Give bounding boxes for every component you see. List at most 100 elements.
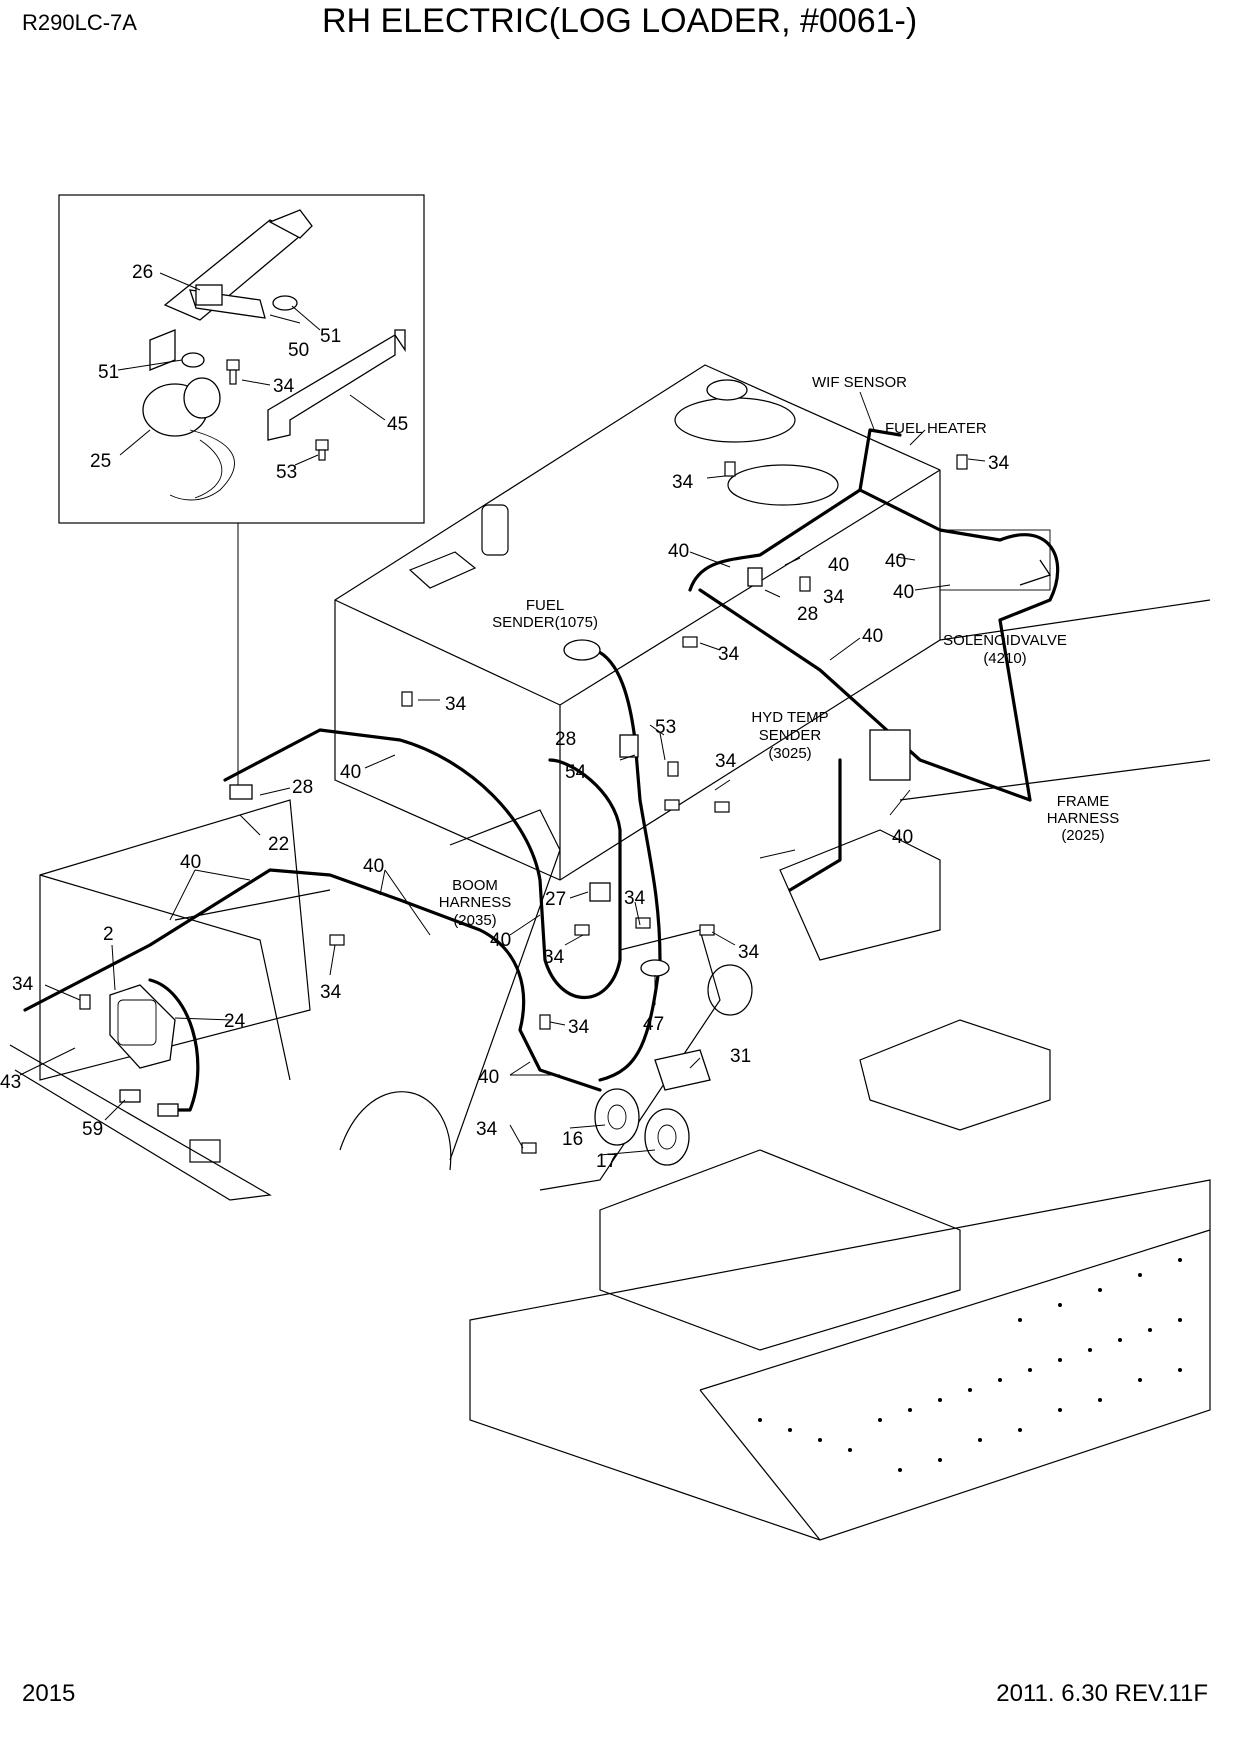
horn-17 bbox=[644, 1108, 690, 1166]
harness-upper-left bbox=[223, 728, 622, 999]
callout-28-a: 28 bbox=[797, 604, 818, 625]
text-labels: WIF SENSOR FUEL HEATER FUEL SENDER(1075)… bbox=[439, 374, 1120, 929]
callout-34-g: 34 bbox=[715, 751, 737, 772]
boom-pin-hole bbox=[707, 964, 753, 1016]
callout-40-g: 40 bbox=[892, 827, 913, 848]
cross-member bbox=[859, 1019, 1051, 1131]
callout-40-b: 40 bbox=[828, 555, 849, 576]
walkway-edge bbox=[699, 1229, 1211, 1391]
callout-40-c: 40 bbox=[885, 551, 906, 572]
connector-28a bbox=[747, 567, 763, 587]
callout-51-left: 51 bbox=[98, 362, 119, 383]
horn-16 bbox=[594, 1088, 640, 1146]
label-boom-line3: (2035) bbox=[453, 912, 496, 929]
tank-filler-neck bbox=[481, 504, 509, 556]
solenoid-valve bbox=[1019, 559, 1052, 586]
connector-28 bbox=[619, 734, 639, 758]
harness-hyd-temp bbox=[788, 758, 842, 892]
callout-50: 50 bbox=[288, 340, 309, 361]
callout-26: 26 bbox=[132, 262, 153, 283]
clamp-51-right bbox=[272, 295, 298, 311]
harness-worklamp bbox=[148, 978, 200, 1112]
boom-mount-right bbox=[539, 929, 721, 1191]
machine-frame bbox=[9, 364, 1211, 1541]
bolt-53-inset bbox=[315, 439, 329, 461]
page-number: 2015 bbox=[22, 1680, 76, 1707]
label-boom-line2: HARNESS bbox=[439, 894, 512, 911]
horn-17-center bbox=[657, 1124, 677, 1150]
boom-mount-left bbox=[449, 809, 561, 1161]
callout-17: 17 bbox=[596, 1151, 617, 1172]
callout-34-d: 34 bbox=[823, 587, 845, 608]
callout-34-left: 34 bbox=[12, 974, 34, 995]
callout-43: 43 bbox=[0, 1072, 21, 1093]
callout-40-a: 40 bbox=[668, 541, 689, 562]
callout-31: 31 bbox=[730, 1046, 751, 1067]
clamp-51-left bbox=[181, 352, 205, 368]
center-frame bbox=[599, 1149, 961, 1351]
label-fuel-sender-line2: SENDER(1075) bbox=[492, 614, 598, 631]
callout-51-right: 51 bbox=[320, 326, 341, 347]
work-lamp-24 bbox=[109, 984, 176, 1069]
callout-34-tank-right: 34 bbox=[988, 453, 1010, 474]
label-fuel-sender-line1: FUEL bbox=[526, 597, 564, 614]
callout-40-i: 40 bbox=[363, 856, 384, 877]
inset-detail bbox=[58, 194, 425, 790]
leader-51a bbox=[117, 359, 183, 371]
connector-27 bbox=[589, 882, 611, 902]
parts bbox=[79, 454, 1052, 1166]
battery-box bbox=[39, 799, 311, 1081]
fuel-sender bbox=[563, 639, 601, 661]
callout-34-e: 34 bbox=[718, 644, 740, 665]
label-frame-line3: (2025) bbox=[1061, 827, 1104, 844]
label-hyd-temp-line1: HYD TEMP bbox=[751, 709, 828, 726]
callout-34-i: 34 bbox=[738, 942, 760, 963]
callout-leaders bbox=[19, 391, 986, 1156]
hose-fitting bbox=[268, 209, 313, 239]
boom-foot bbox=[339, 1091, 452, 1171]
wire-harness bbox=[23, 428, 1060, 1112]
solenoid-block bbox=[939, 529, 1051, 591]
leader-25 bbox=[119, 429, 151, 456]
deck-left bbox=[9, 1044, 272, 1201]
leader-26 bbox=[159, 272, 201, 291]
label-hyd-temp-line3: (3025) bbox=[768, 745, 811, 762]
connector-59a bbox=[119, 1089, 141, 1103]
leader-34a bbox=[241, 379, 271, 386]
upper-frame-rails bbox=[899, 599, 1211, 801]
tank-plate bbox=[408, 551, 477, 589]
callout-34-bottom: 34 bbox=[476, 1119, 498, 1140]
bracket-31 bbox=[654, 1049, 711, 1091]
label-frame-line1: FRAME bbox=[1057, 793, 1110, 810]
fuel-tank-top-edge bbox=[334, 469, 941, 706]
filter-head bbox=[183, 377, 221, 419]
label-hyd-temp-line2: SENDER bbox=[759, 727, 822, 744]
callout-34-k: 34 bbox=[320, 982, 342, 1003]
leader-50 bbox=[269, 314, 301, 324]
sensor-wire-2 bbox=[194, 439, 223, 499]
harness-fuel-sender bbox=[593, 648, 662, 1082]
connector-22 bbox=[229, 784, 253, 800]
pipe-elbow bbox=[149, 329, 176, 371]
harness-frame bbox=[698, 588, 1032, 802]
harness-tank-top bbox=[688, 488, 1060, 802]
harness-wif bbox=[858, 428, 902, 492]
callout-59: 59 bbox=[82, 1119, 103, 1140]
hyd-temp-sender bbox=[869, 729, 911, 781]
label-fuel-heater: FUEL HEATER bbox=[885, 420, 987, 437]
leader-51b bbox=[291, 305, 321, 331]
label-solenoid-line2: (4210) bbox=[983, 650, 1026, 667]
label-solenoid-line1: SOLENOIDVALVE bbox=[943, 632, 1067, 649]
label-wif-sensor: WIF SENSOR bbox=[812, 374, 907, 391]
callout-28-c: 28 bbox=[292, 777, 313, 798]
callout-40-e: 40 bbox=[862, 626, 883, 647]
callout-47: 47 bbox=[643, 1014, 664, 1035]
leader-53a bbox=[294, 454, 319, 466]
label-frame-line2: HARNESS bbox=[1047, 810, 1120, 827]
harness-lower-left bbox=[23, 868, 602, 1092]
bolt-34-inset bbox=[226, 359, 240, 385]
callout-27: 27 bbox=[545, 889, 566, 910]
callout-16: 16 bbox=[562, 1129, 583, 1150]
callout-40-d: 40 bbox=[893, 582, 914, 603]
